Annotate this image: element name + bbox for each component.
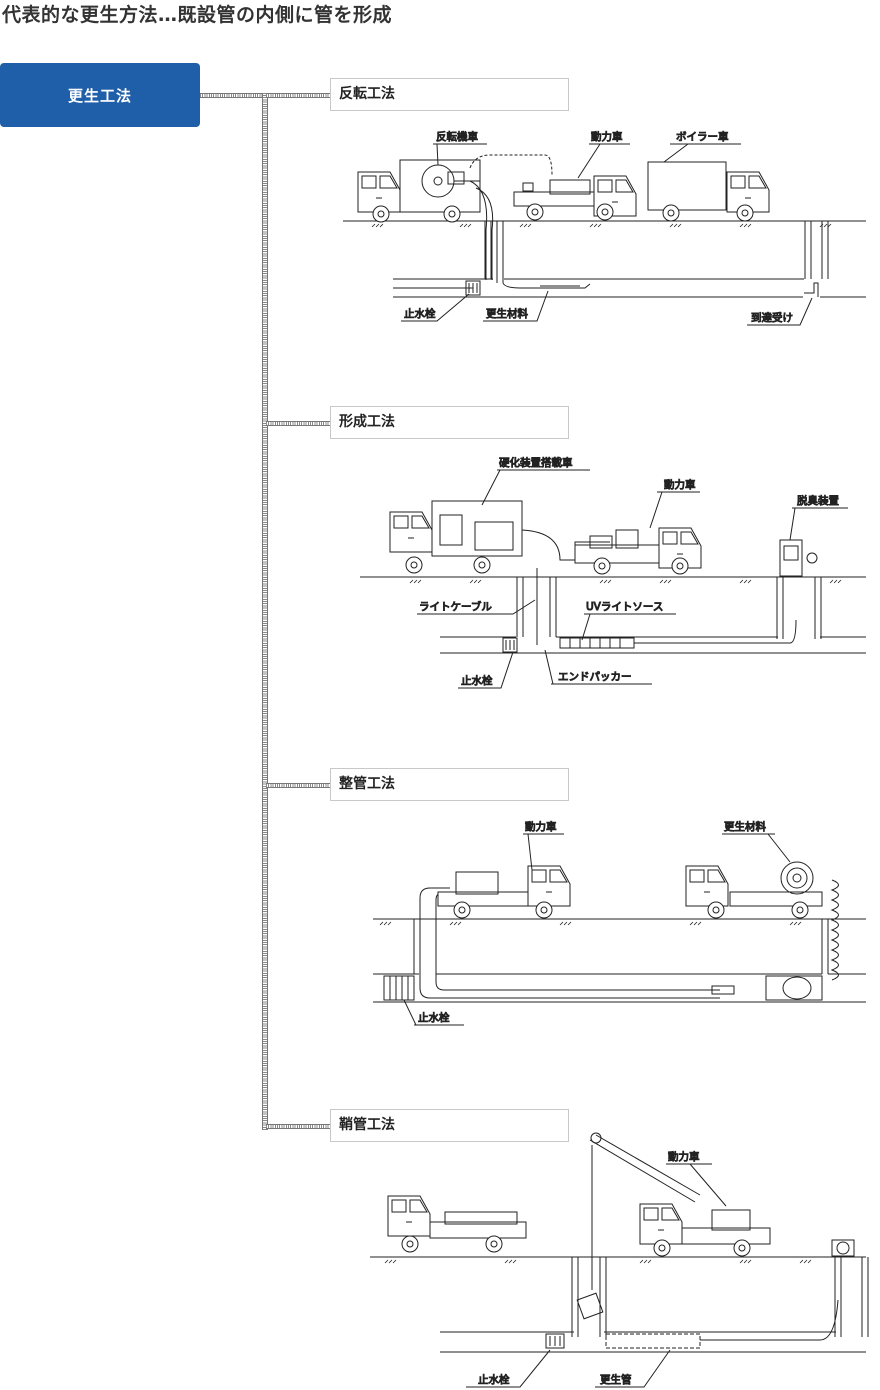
connector-trunk bbox=[262, 93, 268, 1130]
method-box-forming: 形成工法 bbox=[330, 406, 569, 439]
diagram-reversal: 反転機車 動力車 ボイラー車 止水栓 更生材料 到達受け bbox=[343, 130, 866, 326]
label-stop-plug-4: 止水栓 bbox=[478, 1373, 510, 1386]
connector-branch-2 bbox=[266, 421, 330, 426]
label-power-truck-1: 動力車 bbox=[591, 130, 623, 143]
label-lining-material-3: 更生材料 bbox=[724, 820, 766, 833]
label-end-packer: エンドパッカー bbox=[558, 671, 632, 683]
diagram-pipe-fitting: 動力車 更生材料 止水栓 bbox=[373, 820, 866, 1026]
label-light-cable: ライトケーブル bbox=[419, 600, 492, 613]
label-power-truck-2: 動力車 bbox=[664, 478, 696, 491]
label-deodorizer: 脱臭装置 bbox=[797, 494, 839, 507]
label-stop-plug-1: 止水栓 bbox=[404, 307, 436, 320]
diagram-forming: 硬化装置搭載車 動力車 脱臭装置 ライトケーブル UVライトソース 止水栓 エン… bbox=[360, 456, 866, 689]
root-method-box: 更生工法 bbox=[0, 63, 200, 127]
label-receiver: 到達受け bbox=[751, 312, 793, 324]
label-uv-light: UVライトソース bbox=[586, 601, 663, 613]
label-lining-material-1: 更生材料 bbox=[486, 307, 528, 320]
diagram-sheath-pipe: 動力車 止水栓 更生管 bbox=[370, 1132, 869, 1388]
label-power-truck-3: 動力車 bbox=[525, 820, 557, 833]
method-box-sheath-pipe: 鞘管工法 bbox=[330, 1109, 569, 1142]
connector-branch-1 bbox=[266, 93, 330, 98]
label-stop-plug-3: 止水栓 bbox=[418, 1011, 450, 1024]
label-reverse-truck: 反転機車 bbox=[436, 130, 478, 143]
label-lining-pipe: 更生管 bbox=[600, 1373, 632, 1386]
label-boiler-truck: ボイラー車 bbox=[676, 130, 729, 143]
connector-branch-3 bbox=[266, 783, 330, 788]
connector-root bbox=[200, 93, 264, 98]
label-curing-truck: 硬化装置搭載車 bbox=[499, 456, 573, 469]
connector-branch-4 bbox=[266, 1124, 330, 1129]
page-title: 代表的な更生方法…既設管の内側に管を形成 bbox=[2, 4, 393, 26]
method-box-pipe-fitting: 整管工法 bbox=[330, 768, 569, 801]
label-power-truck-4: 動力車 bbox=[668, 1150, 700, 1163]
method-box-reversal: 反転工法 bbox=[330, 78, 569, 111]
label-stop-plug-2: 止水栓 bbox=[461, 674, 493, 687]
